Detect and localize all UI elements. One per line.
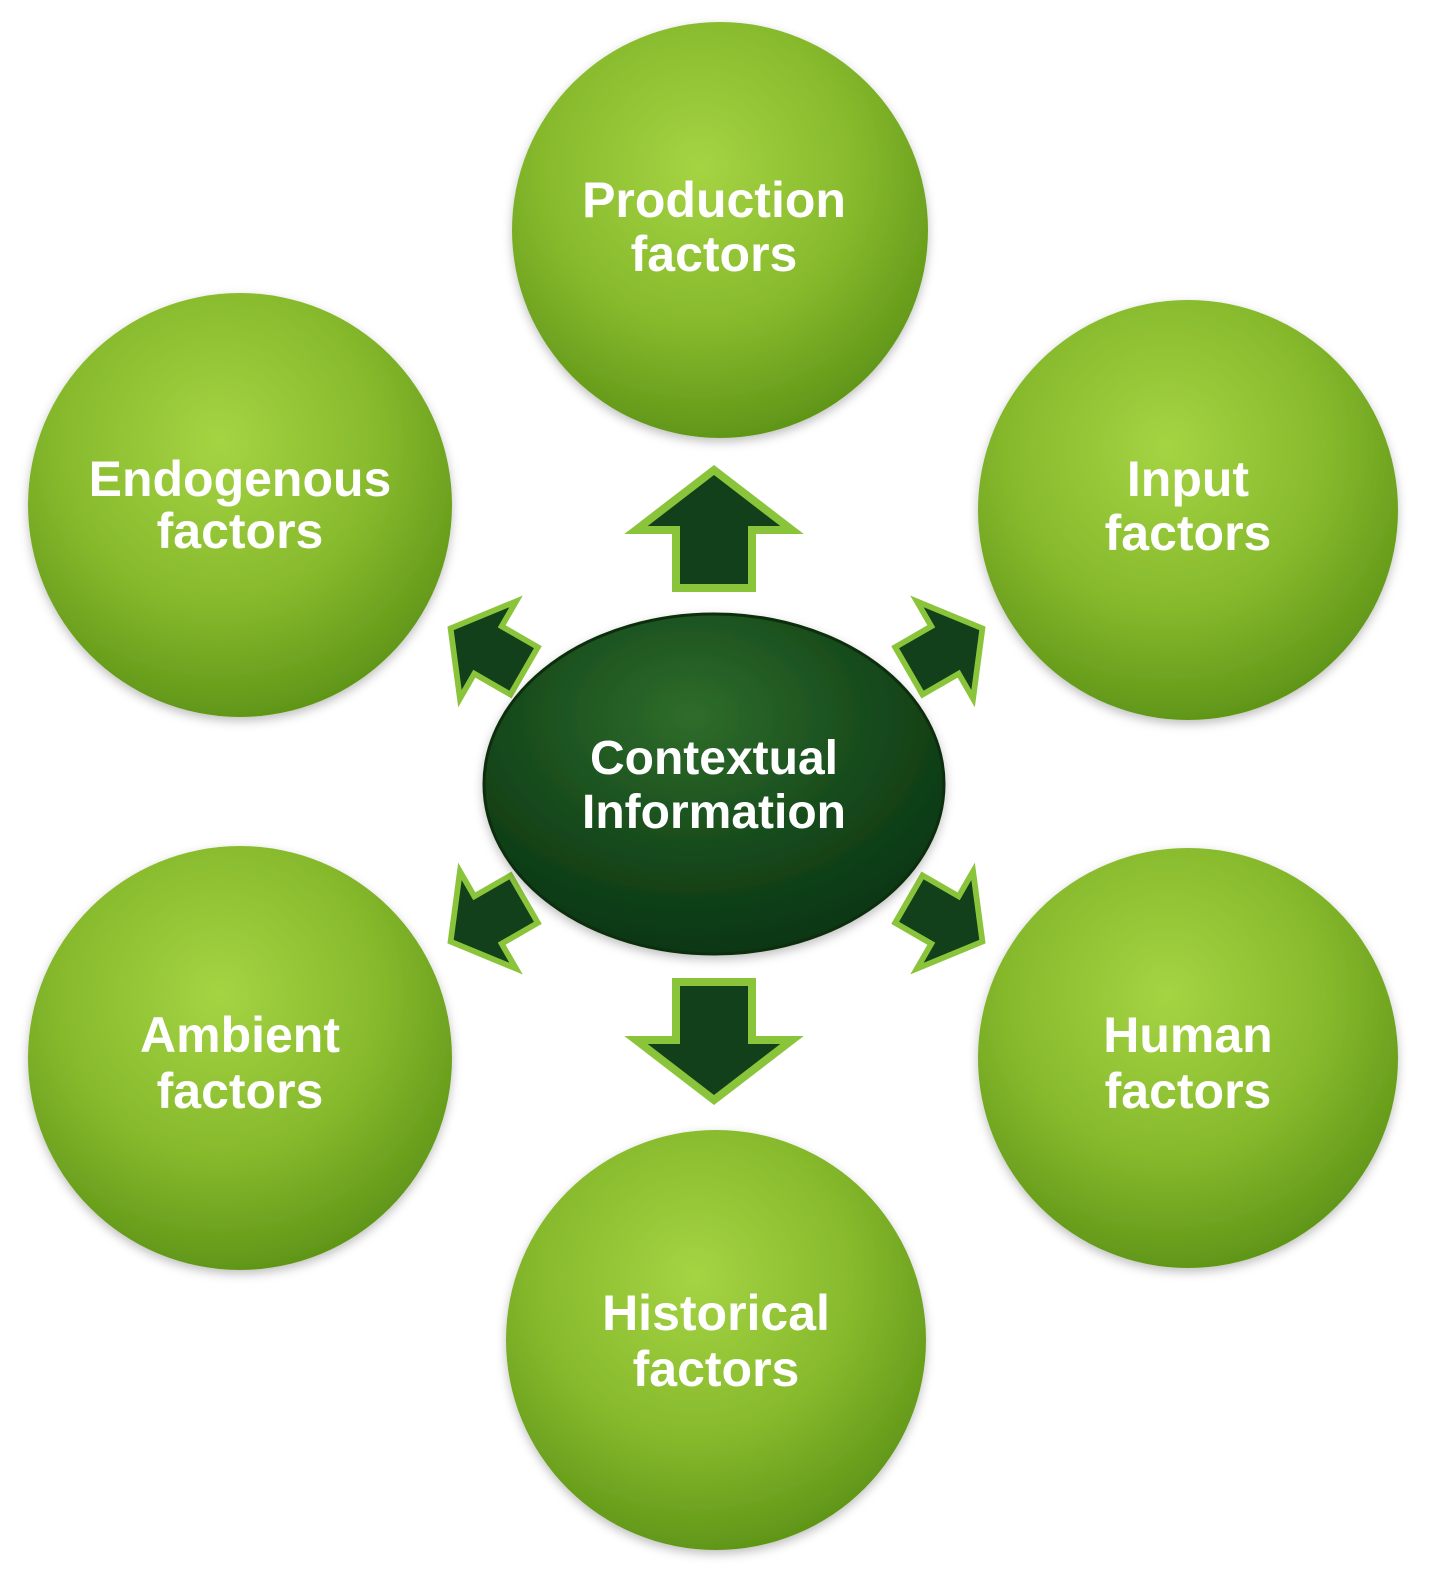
node-input-label-line2: factors: [1105, 505, 1272, 561]
node-endogenous-label-line2: factors: [157, 503, 324, 559]
node-contextual-information: Contextual Information: [482, 612, 946, 956]
node-ambient-factors: Ambient factors: [28, 846, 452, 1270]
node-human-label-line1: Human: [1103, 1007, 1272, 1063]
center-label-line1: Contextual: [590, 732, 838, 785]
node-ambient-label-line1: Ambient: [140, 1007, 340, 1063]
node-endogenous-factors: Endogenous factors: [28, 293, 452, 717]
node-ambient-label-line2: factors: [157, 1063, 324, 1119]
node-human-label-line2: factors: [1105, 1063, 1272, 1119]
node-historical-label-line2: factors: [633, 1341, 800, 1397]
node-input-factors: Input factors: [978, 300, 1398, 720]
node-historical-factors: Historical factors: [506, 1130, 926, 1550]
node-production-label-line1: Production: [582, 172, 846, 228]
arrow-down-historical: [636, 982, 792, 1100]
node-production-label-line2: factors: [631, 226, 798, 282]
node-endogenous-label-line1: Endogenous: [89, 451, 392, 507]
node-human-factors: Human factors: [978, 848, 1398, 1268]
node-historical-label-line1: Historical: [602, 1285, 830, 1341]
node-production-factors: Production factors: [512, 22, 928, 438]
node-input-label-line1: Input: [1127, 451, 1250, 507]
arrow-up-production: [636, 470, 792, 588]
center-label-line2: Information: [582, 786, 846, 839]
